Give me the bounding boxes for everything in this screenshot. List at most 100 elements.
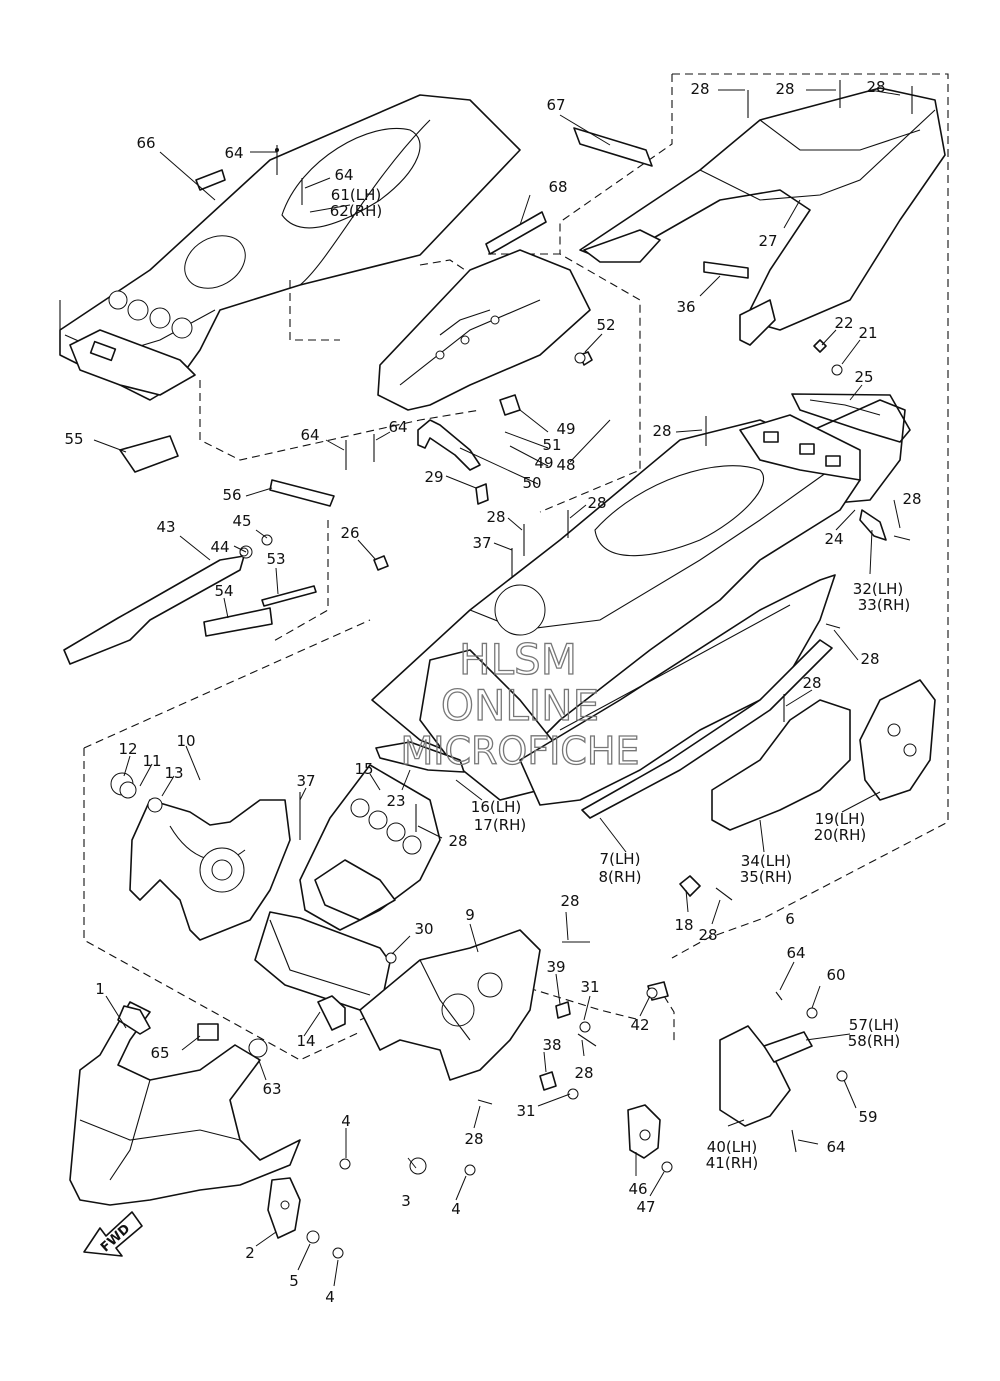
callout-9: 9 [465,906,475,924]
callout-37b: 37 [296,772,315,790]
group-boundaries [83,73,949,1061]
callout-51: 51 [542,436,561,454]
callout-64a: 64 [224,144,243,162]
watermark: HLSM ONLINE MICROFICHE [400,634,640,773]
callout-49a: 49 [556,420,575,438]
center-bracket-assembly [377,249,593,471]
heat-exchanger [254,911,391,1031]
callout-18: 18 [674,916,693,934]
callout-5: 5 [289,1272,299,1290]
leader-lines [93,89,901,1287]
fasteners [261,80,913,1259]
mount-plate [627,1104,661,1159]
callout-63: 63 [262,1080,281,1098]
callout-13: 13 [164,764,183,782]
callout-55: 55 [64,430,83,448]
callout-62: 62(RH) [330,202,383,220]
watermark-line-3: MICROFICHE [400,729,639,773]
watermark-line-1: HLSM [459,635,577,684]
callout-28m: 28 [574,1064,593,1082]
callout-35: 35(RH) [740,868,793,886]
callout-17: 17(RH) [474,816,527,834]
callout-64c: 64 [300,426,319,444]
callout-28a: 28 [690,80,709,98]
engine-mount-bracket [359,929,541,1081]
callout-19: 19(LH) [815,810,865,828]
callout-34: 34(LH) [741,852,791,870]
rear-tunnel-cover [59,94,521,401]
running-boards [519,574,936,831]
callout-45: 45 [232,512,251,530]
callout-54: 54 [214,582,233,600]
callout-3: 3 [401,1192,411,1210]
callout-28i: 28 [802,674,821,692]
callout-12: 12 [118,740,137,758]
callout-31b: 31 [516,1102,535,1120]
callout-48: 48 [556,456,575,474]
callout-68: 68 [548,178,567,196]
callout-42: 42 [630,1016,649,1034]
front-bulkhead [110,772,291,941]
callout-59: 59 [858,1108,877,1126]
callout-28l: 28 [560,892,579,910]
callout-7: 7(LH) [600,850,641,868]
callout-28d: 28 [652,422,671,440]
callout-4b: 4 [451,1200,461,1218]
callout-28j: 28 [448,832,467,850]
callout-52: 52 [596,316,615,334]
callout-28h: 28 [860,650,879,668]
rear-frame-rails [579,87,946,521]
callout-56: 56 [222,486,241,504]
lower-bracket [267,1177,301,1239]
callout-10: 10 [176,732,195,750]
callout-1: 1 [95,980,105,998]
callout-26: 26 [340,524,359,542]
callout-46: 46 [628,1180,647,1198]
callout-28g: 28 [902,490,921,508]
callout-28c: 28 [866,78,885,96]
callout-27: 27 [758,232,777,250]
callout-28k: 28 [698,926,717,944]
callout-39: 39 [546,958,565,976]
callout-11: 11 [142,752,161,770]
callout-61: 61(LH) [331,186,381,204]
rear-footrest-bracket [719,1025,813,1127]
callout-41: 41(RH) [706,1154,759,1172]
watermark-line-2: ONLINE [441,681,599,730]
callout-28n: 28 [464,1130,483,1148]
callout-30: 30 [414,920,433,938]
callout-58: 58(RH) [848,1032,901,1050]
callout-28b: 28 [775,80,794,98]
callout-15: 15 [354,760,373,778]
callout-44: 44 [210,538,229,556]
callout-67: 67 [546,96,565,114]
callout-57: 57(LH) [849,1016,899,1034]
callout-16: 16(LH) [471,798,521,816]
callout-37a: 37 [472,534,491,552]
callout-66: 66 [136,134,155,152]
callout-64e: 64 [786,944,805,962]
callout-38: 38 [542,1036,561,1054]
callout-65: 65 [150,1044,169,1062]
callout-14: 14 [296,1032,315,1050]
callout-60: 60 [826,966,845,984]
callout-2: 2 [245,1244,255,1262]
callout-28e: 28 [587,494,606,512]
callout-43: 43 [156,518,175,536]
callout-6: 6 [785,910,795,928]
callout-21: 21 [858,324,877,342]
callout-40: 40(LH) [707,1138,757,1156]
callout-33: 33(RH) [858,596,911,614]
callout-23: 23 [386,792,405,810]
callout-64b: 64 [334,166,353,184]
front-frame [69,1001,301,1206]
callout-4c: 4 [325,1288,335,1306]
callout-49b: 49 [534,454,553,472]
callout-28f: 28 [486,508,505,526]
callout-47: 47 [636,1198,655,1216]
callout-20: 20(RH) [814,826,867,844]
callout-50: 50 [522,474,541,492]
callout-64d: 64 [388,418,407,436]
front-panel [299,764,441,931]
